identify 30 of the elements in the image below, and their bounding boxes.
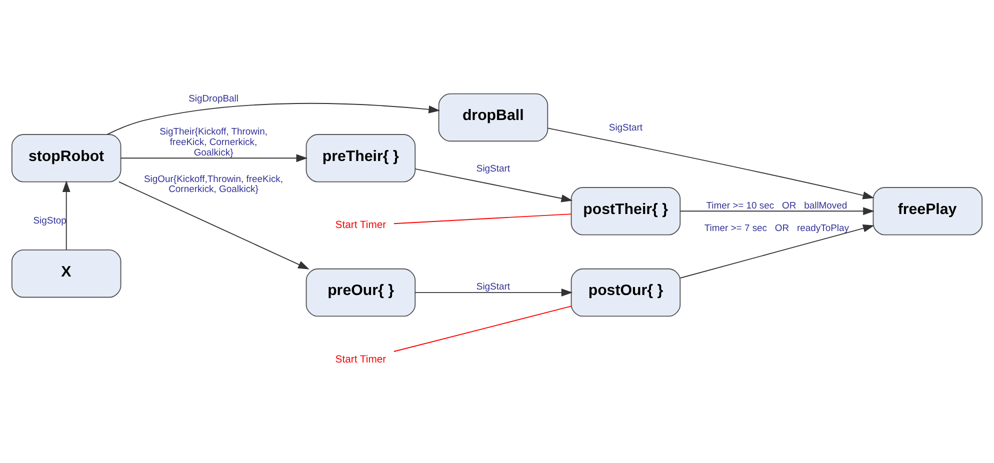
node-box: postOur{ } (570, 268, 681, 317)
arrow (62, 180, 70, 250)
arrow (680, 224, 874, 278)
arrow (120, 154, 308, 162)
connector (393, 214, 572, 224)
node-box: preTheir{ } (306, 134, 416, 182)
node-box: stopRobot (11, 134, 122, 182)
edge-label: Timer >= 10 sec OR ballMoved (706, 200, 848, 212)
arrow (118, 181, 310, 270)
edge-label: SigDropBall (188, 93, 238, 104)
node-box: freePlay (872, 187, 983, 236)
node-box: preOur{ } (306, 268, 416, 317)
node-text: Start Timer (335, 220, 386, 231)
arrow (680, 207, 874, 216)
edge-label: SigTheir{Kickoff, Throwin, freeKick, Cornerkick, Goalkick} (160, 126, 268, 158)
arrow (414, 288, 573, 297)
edge-label: SigOur{Kickoff,Throwin, freeKick, Cornerkick, Goalkick} (144, 174, 284, 196)
node-box: postTheir{ } (570, 187, 681, 236)
edge-label: SigStart (476, 282, 510, 293)
arrow (106, 102, 440, 135)
arrow (414, 168, 573, 202)
edge-label: Timer >= 7 sec OR readyToPlay (704, 223, 850, 234)
node-text: Start Timer (335, 354, 386, 366)
node-box: X (11, 249, 122, 298)
connector (393, 306, 572, 352)
node-box: dropBall (438, 93, 548, 142)
edge-label: SigStart (476, 163, 510, 174)
arrow (547, 128, 874, 200)
edge-label: SigStop (33, 216, 66, 227)
edge-label: SigStart (608, 122, 643, 134)
